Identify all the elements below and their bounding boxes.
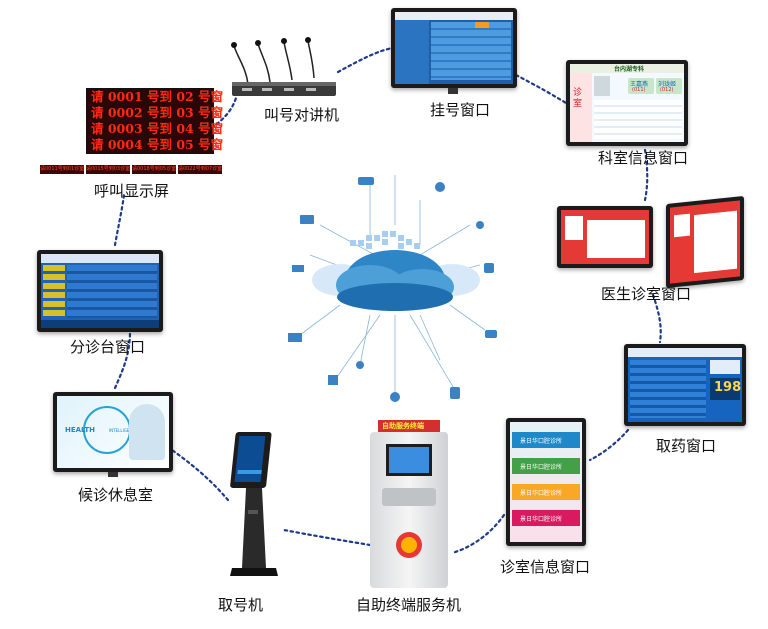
registration-stand	[448, 88, 458, 94]
dept-doctor-2: 刘珑姬	[658, 81, 677, 88]
intercom-device	[228, 37, 340, 100]
link-clinic-selfservice	[450, 513, 506, 555]
dept-side-label: 诊 室	[573, 88, 583, 109]
led-strip: 请0015号到03诊室	[86, 165, 131, 174]
dept-title: 台内湖专科	[614, 66, 645, 73]
dept-doctor-1: 王嘉燕	[630, 81, 649, 88]
waiting-word-health: HEALTH	[65, 426, 95, 434]
doctor-screen-right	[666, 195, 744, 289]
link-dept-doctor	[643, 148, 649, 202]
led-strip: 请0011号到01诊室	[40, 165, 85, 174]
dept-room-2: (012)	[660, 87, 674, 93]
link-kiosk-waiting	[170, 448, 230, 502]
waiting-room-screen: HEALTH INTELLIGENT MEDICAL	[53, 392, 173, 472]
led-strip: 请0022号到07诊室	[178, 165, 223, 174]
dept-info-label: 科室信息窗口	[598, 149, 689, 167]
self-service-label: 自助终端服务机	[356, 596, 462, 614]
clinic-item: 景日华口腔诊所	[520, 464, 563, 471]
registration-label: 挂号窗口	[430, 101, 491, 119]
registration-screen	[391, 8, 517, 88]
led-row: 请 0002 号到 03 号窗	[91, 105, 224, 120]
dept-room-1: (011)	[632, 87, 646, 93]
link-doctor-pharmacy	[651, 293, 662, 344]
triage-label: 分诊台窗口	[70, 338, 146, 356]
pharmacy-counter: 198	[714, 380, 742, 395]
pharmacy-label: 取药窗口	[656, 437, 717, 455]
led-row: 请 0004 号到 05 号窗	[91, 137, 224, 152]
triage-screen	[37, 250, 163, 332]
link-triage-display	[113, 193, 126, 247]
cloud-network-diagram	[288, 175, 497, 402]
link-waiting-triage	[113, 330, 132, 390]
pharmacy-screen: 198	[624, 344, 746, 426]
clinic-info-label: 诊室信息窗口	[500, 558, 591, 576]
ticket-kiosk-label: 取号机	[218, 596, 264, 614]
doctor-screen-left	[557, 206, 653, 268]
doctor-window-label: 医生诊室窗口	[601, 285, 692, 303]
ticket-kiosk	[230, 432, 278, 576]
link-selfservice-kiosk	[282, 528, 372, 547]
waiting-room-label: 候诊休息室	[78, 486, 154, 504]
intercom-label: 叫号对讲机	[264, 106, 340, 124]
clinic-item: 景日华口腔诊所	[520, 490, 563, 497]
waiting-stand	[108, 472, 118, 477]
led-row: 请 0003 号到 04 号窗	[91, 121, 224, 136]
link-pharmacy-clinic	[588, 428, 630, 462]
link-display-intercom	[210, 96, 238, 130]
led-call-board: 请 0001 号到 02 号窗 请 0002 号到 03 号窗 请 0003 号…	[86, 88, 224, 154]
link-registration-dept	[514, 73, 568, 105]
clinic-info-screen: 景日华口腔诊所 景日华口腔诊所 景日华口腔诊所 景日华口腔诊所	[506, 418, 586, 546]
dept-info-screen: 台内湖专科 诊 室 王嘉燕 刘珑姬 (011) (012)	[566, 60, 688, 146]
led-row: 请 0001 号到 02 号窗	[91, 89, 224, 104]
clinic-item: 景日华口腔诊所	[520, 516, 563, 523]
call-display-label: 呼叫显示屏	[94, 182, 170, 200]
clinic-item: 景日华口腔诊所	[520, 438, 563, 445]
link-intercom-registration	[336, 46, 394, 74]
led-strip: 请0018号到05诊室	[132, 165, 177, 174]
kiosk-header: 自助服务终端	[382, 422, 424, 430]
self-service-kiosk: 自助服务终端	[370, 420, 448, 588]
